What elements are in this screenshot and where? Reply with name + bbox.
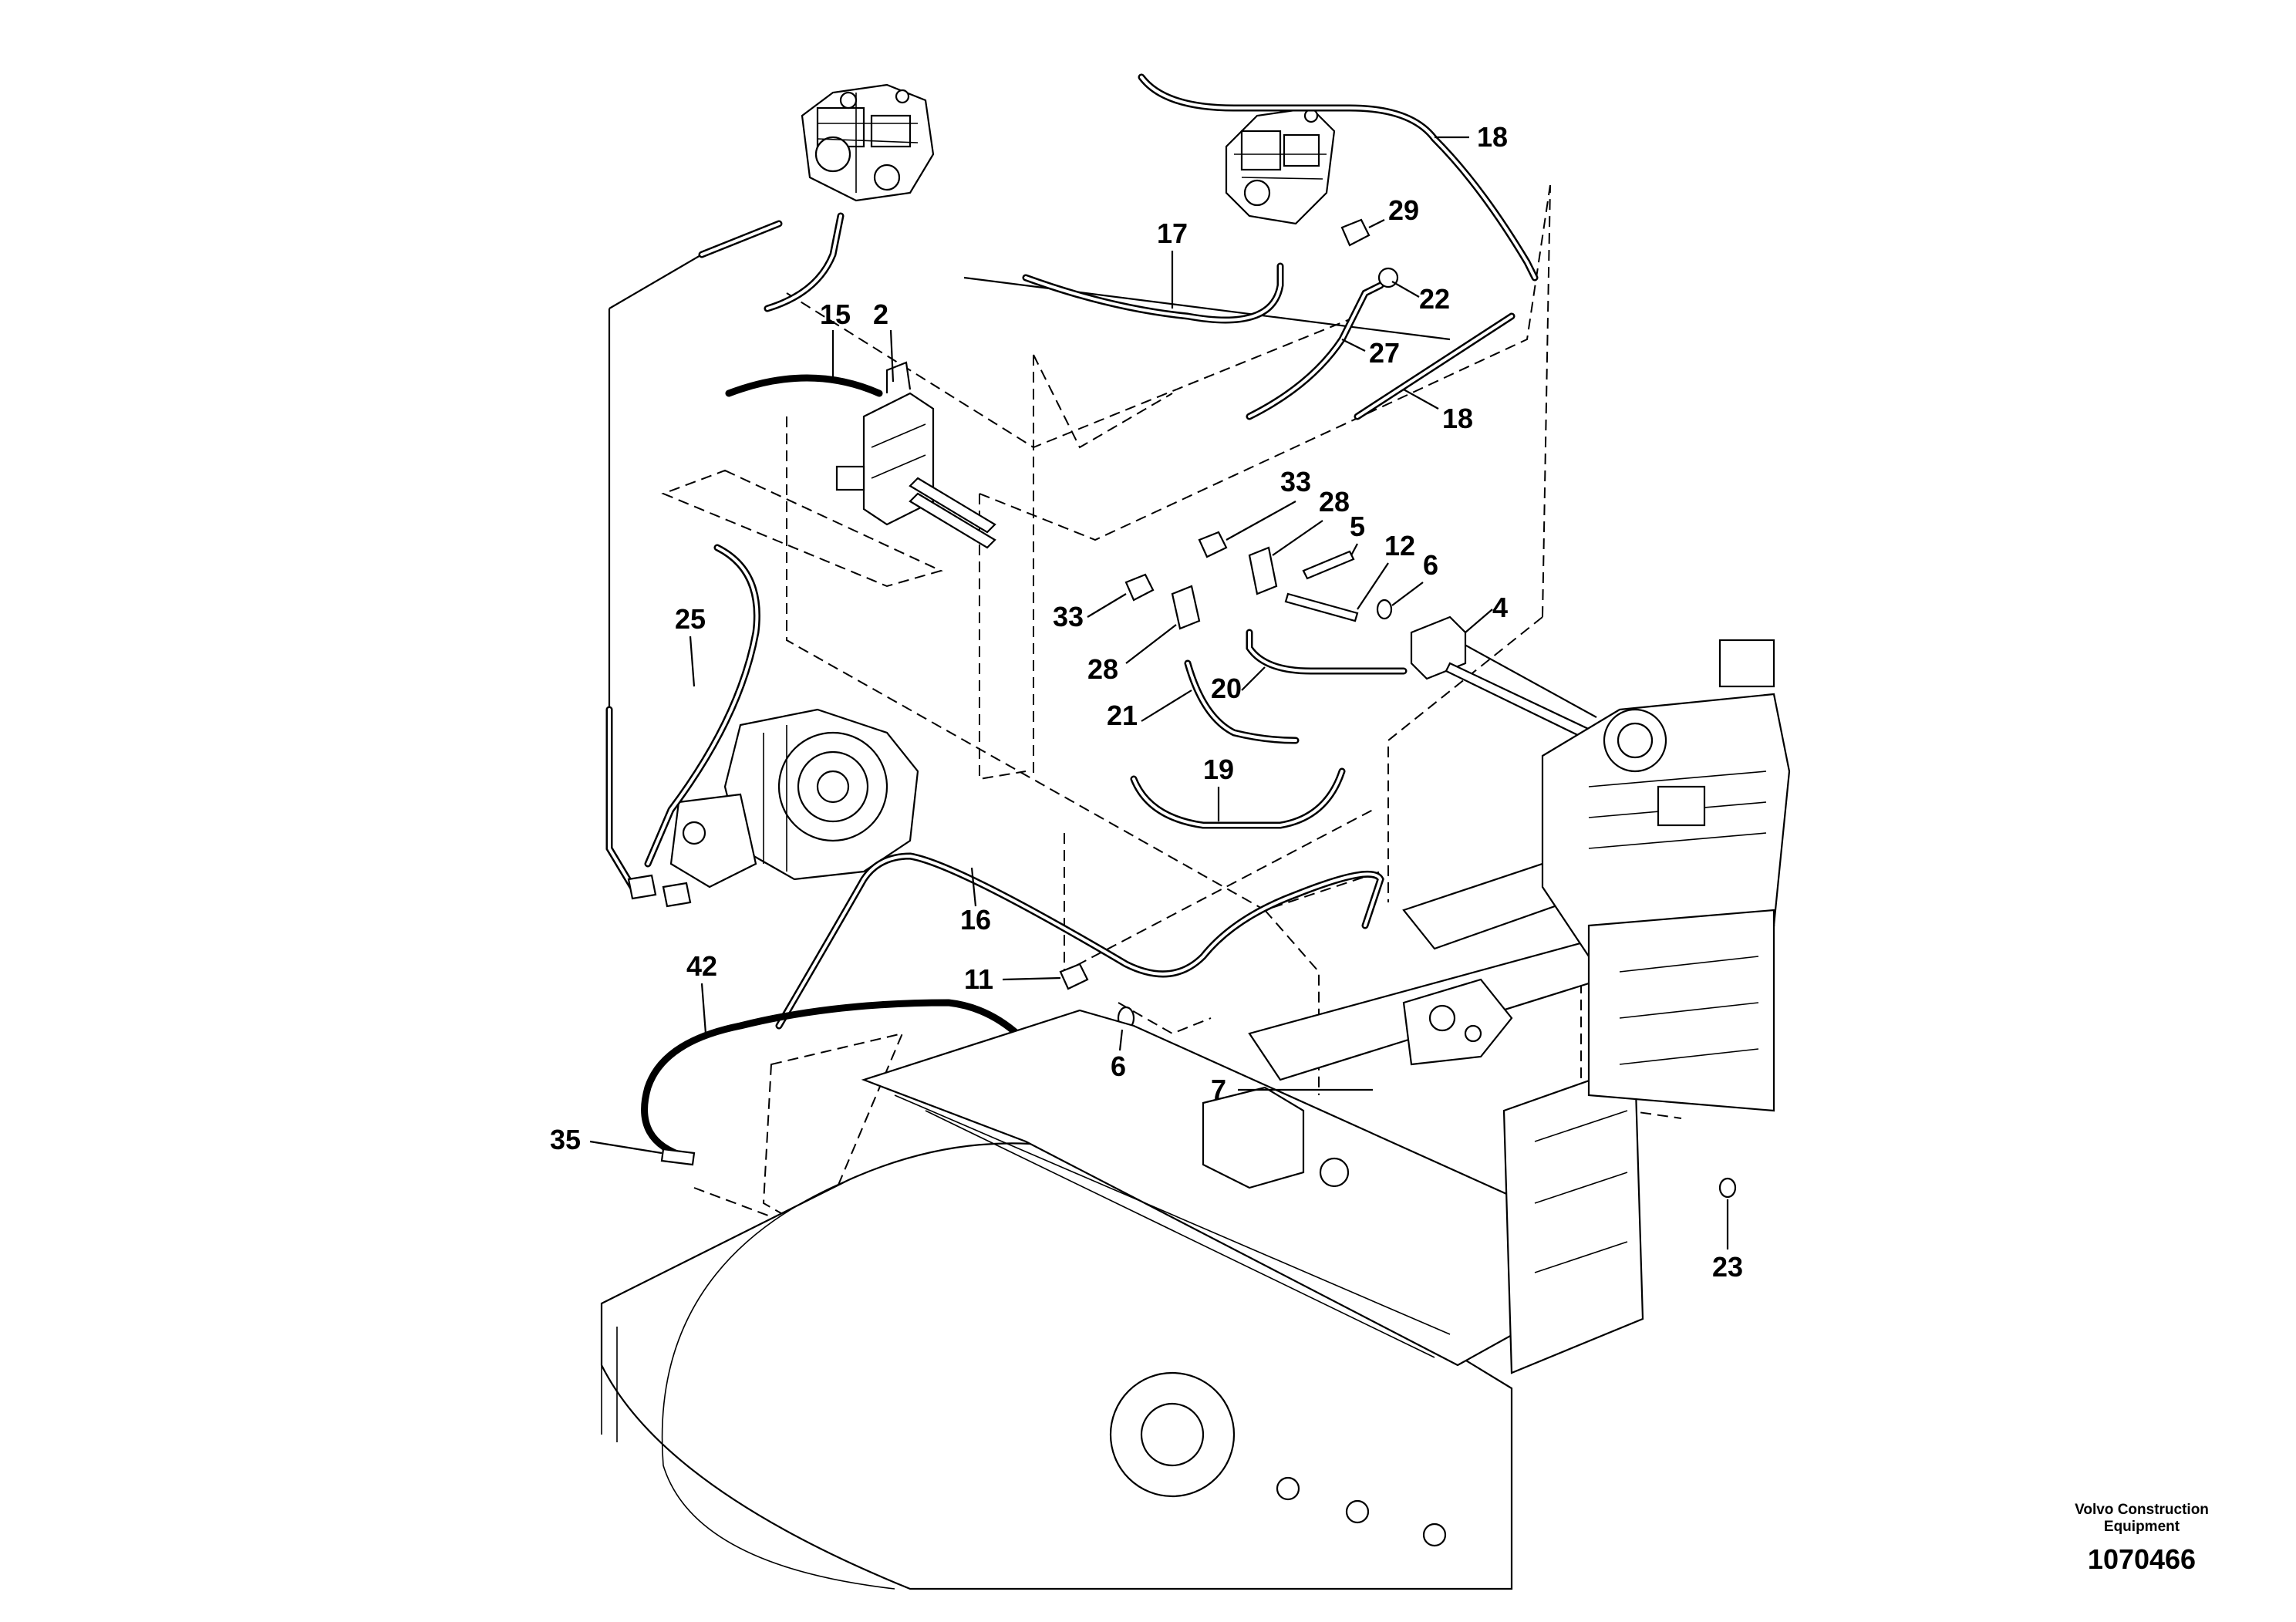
valve-block-2 [835, 361, 996, 549]
callout-6a: 6 [1423, 549, 1438, 581]
callout-6b: 6 [1111, 1050, 1126, 1082]
callout-22: 22 [1419, 283, 1450, 315]
callout-21: 21 [1107, 700, 1138, 731]
callout-42: 42 [686, 950, 717, 982]
callout-16: 16 [960, 904, 991, 936]
callout-35: 35 [550, 1124, 581, 1155]
callout-28a: 28 [1319, 486, 1350, 518]
callout-labels: 2 15 17 18 29 22 27 18 33 28 5 12 6 4 33… [550, 121, 1743, 1283]
callout-33b: 33 [1053, 601, 1084, 632]
callout-18a: 18 [1477, 121, 1508, 153]
callout-17: 17 [1157, 218, 1188, 249]
hose-16 [775, 852, 1384, 1030]
callout-25: 25 [675, 603, 706, 635]
callout-23: 23 [1712, 1251, 1743, 1283]
brand-line-1: Volvo Construction [2075, 1502, 2209, 1518]
callout-20: 20 [1211, 673, 1242, 704]
hoses [605, 73, 1539, 1199]
callout-5: 5 [1350, 511, 1365, 542]
callout-33a: 33 [1280, 466, 1311, 497]
callout-19: 19 [1203, 754, 1234, 785]
pump-motor-unit-center-left [669, 708, 919, 889]
callout-12: 12 [1384, 530, 1415, 561]
fittings [627, 218, 1737, 1199]
callout-15: 15 [820, 298, 851, 330]
machine-chassis [600, 639, 1791, 1590]
hose-left-vertical [605, 706, 636, 891]
branding-block: Volvo Construction Equipment 1070466 [2041, 1502, 2242, 1576]
hose-15 [725, 374, 883, 397]
callout-27: 27 [1369, 337, 1400, 369]
callout-28b: 28 [1087, 653, 1118, 685]
callout-11: 11 [964, 963, 993, 995]
brand-line-2: Equipment [2103, 1519, 2180, 1535]
document-number: 1070466 [2087, 1543, 2197, 1575]
callout-29: 29 [1388, 194, 1419, 226]
callout-18b: 18 [1442, 403, 1473, 434]
hose-19 [1130, 767, 1346, 829]
pump-unit-top-middle [1225, 106, 1336, 225]
callout-4: 4 [1492, 592, 1508, 623]
callout-7: 7 [1211, 1074, 1226, 1105]
pump-unit-top-left [801, 83, 935, 202]
callout-2: 2 [873, 298, 888, 330]
